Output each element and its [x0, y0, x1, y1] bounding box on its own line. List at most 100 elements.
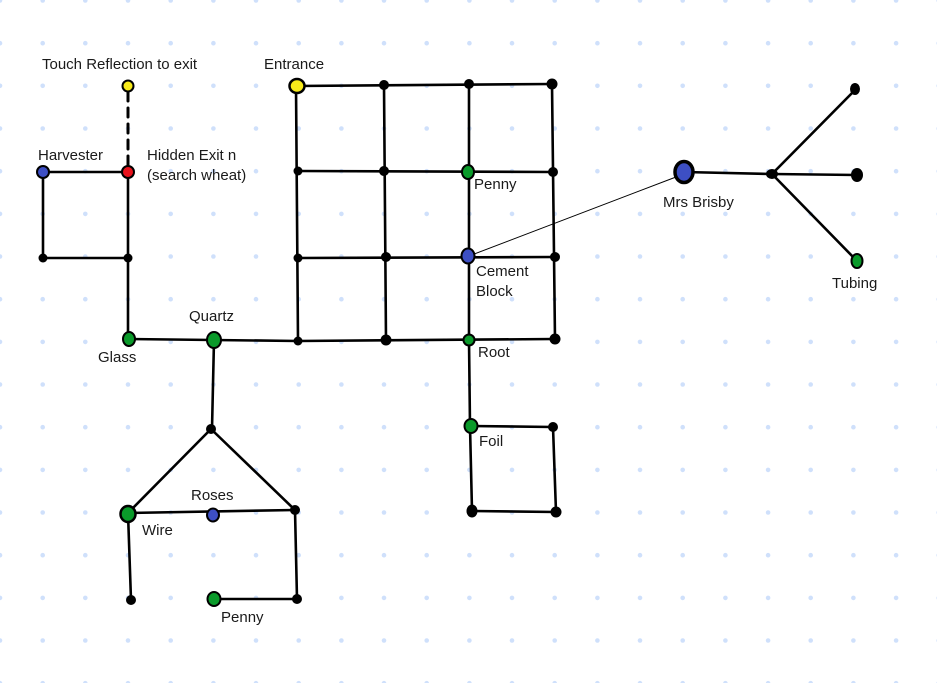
junction-node[interactable] — [379, 166, 389, 176]
junction-node[interactable] — [766, 169, 778, 179]
grid-dot — [467, 552, 472, 558]
grid-dot — [168, 40, 173, 46]
junction-node[interactable] — [292, 594, 302, 604]
label-penny-top: Penny — [474, 176, 517, 193]
label-hidden-exit-line2: (search wheat) — [147, 167, 247, 184]
edge — [126, 427, 213, 515]
grid-dot — [339, 552, 344, 558]
node-mrs-brisby[interactable] — [673, 159, 695, 185]
grid-dot — [765, 638, 771, 643]
junction-node[interactable] — [548, 167, 558, 177]
grid-dot — [595, 510, 600, 515]
junction-node[interactable] — [381, 252, 391, 262]
grid-dot — [40, 83, 45, 89]
node-tubing[interactable] — [850, 253, 864, 269]
grid-dot — [211, 83, 216, 89]
grid-dot — [893, 126, 899, 131]
node-penny-bottom[interactable] — [206, 591, 222, 607]
grid-dot — [424, 296, 430, 302]
junction-node[interactable] — [290, 505, 300, 515]
grid-dot — [381, 467, 387, 473]
grid-dot — [637, 510, 643, 515]
node-entrance[interactable] — [288, 77, 306, 95]
junction-node[interactable] — [380, 334, 392, 346]
junction-node[interactable] — [206, 424, 216, 434]
node-cement-block[interactable] — [460, 247, 476, 265]
junction-node[interactable] — [548, 422, 558, 432]
node-root[interactable] — [462, 333, 476, 347]
grid-dot — [893, 595, 899, 601]
grid-dot — [637, 83, 643, 89]
grid-dot — [168, 83, 173, 89]
edge — [770, 172, 859, 263]
grid-dot — [595, 424, 600, 430]
junction-node[interactable] — [550, 506, 562, 518]
grid-dot — [552, 0, 557, 3]
edge — [468, 424, 555, 429]
edge — [294, 84, 300, 343]
junction-node[interactable] — [123, 253, 133, 263]
node-foil[interactable] — [463, 418, 479, 434]
grid-dot — [40, 680, 45, 683]
grid-dot — [552, 595, 557, 601]
grid-dot — [552, 680, 557, 683]
node-quartz[interactable] — [206, 331, 222, 349]
node-harvester[interactable] — [36, 165, 50, 179]
grid-dot — [168, 296, 173, 302]
junction-node[interactable] — [293, 253, 303, 263]
grid-dot — [296, 638, 302, 643]
grid-dot — [680, 467, 685, 473]
grid-dot — [467, 680, 472, 683]
grid-dot — [424, 510, 430, 515]
junction-node[interactable] — [38, 253, 48, 263]
grid-dot — [595, 40, 600, 46]
grid-dot — [893, 211, 899, 217]
junction-node[interactable] — [550, 252, 560, 262]
junction-node[interactable] — [549, 333, 561, 345]
junction-node[interactable] — [293, 336, 303, 346]
grid-dot — [253, 0, 259, 3]
grid-dot — [893, 0, 899, 3]
junction-node[interactable] — [293, 166, 303, 176]
grid-dot — [851, 467, 856, 473]
grid-dot — [381, 0, 387, 3]
label-touch-reflection: Touch Reflection to exit — [42, 56, 198, 73]
node-glass[interactable] — [122, 331, 136, 347]
grid-dot — [168, 424, 173, 430]
grid-dot — [0, 339, 3, 345]
grid-dot — [424, 0, 429, 3]
junction-node[interactable] — [546, 78, 558, 90]
node-reflection[interactable] — [121, 79, 135, 93]
junction-node[interactable] — [379, 80, 389, 90]
grid-dot — [339, 595, 344, 601]
grid-dot — [851, 211, 856, 217]
grid-dot — [125, 467, 131, 473]
grid-dot — [253, 552, 259, 558]
node-wire[interactable] — [119, 504, 137, 524]
grid-dot — [125, 40, 131, 46]
grid-dot — [296, 680, 301, 683]
node-roses[interactable] — [206, 507, 220, 523]
junction-node[interactable] — [851, 168, 863, 182]
grid-dot — [765, 254, 771, 259]
grid-dot — [381, 595, 387, 601]
grid-dot — [296, 40, 302, 46]
junction-node[interactable] — [126, 595, 136, 605]
label-tubing: Tubing — [832, 275, 878, 292]
grid-dot — [595, 382, 600, 387]
grid-dot — [381, 510, 387, 515]
node-hidden-exit[interactable] — [121, 165, 135, 179]
grid-dot — [381, 680, 387, 683]
grid-dot — [509, 595, 515, 601]
junction-node[interactable] — [466, 504, 478, 518]
grid-dot — [168, 168, 173, 174]
grid-dot — [723, 680, 728, 683]
junction-node[interactable] — [464, 79, 474, 89]
node-penny-top[interactable] — [461, 164, 475, 180]
grid-dot — [125, 0, 131, 3]
junction-node[interactable] — [850, 83, 860, 95]
grid-dot — [851, 680, 856, 683]
grid-dot — [424, 382, 430, 387]
grid-dot — [723, 254, 728, 259]
grid-dot — [296, 467, 302, 473]
